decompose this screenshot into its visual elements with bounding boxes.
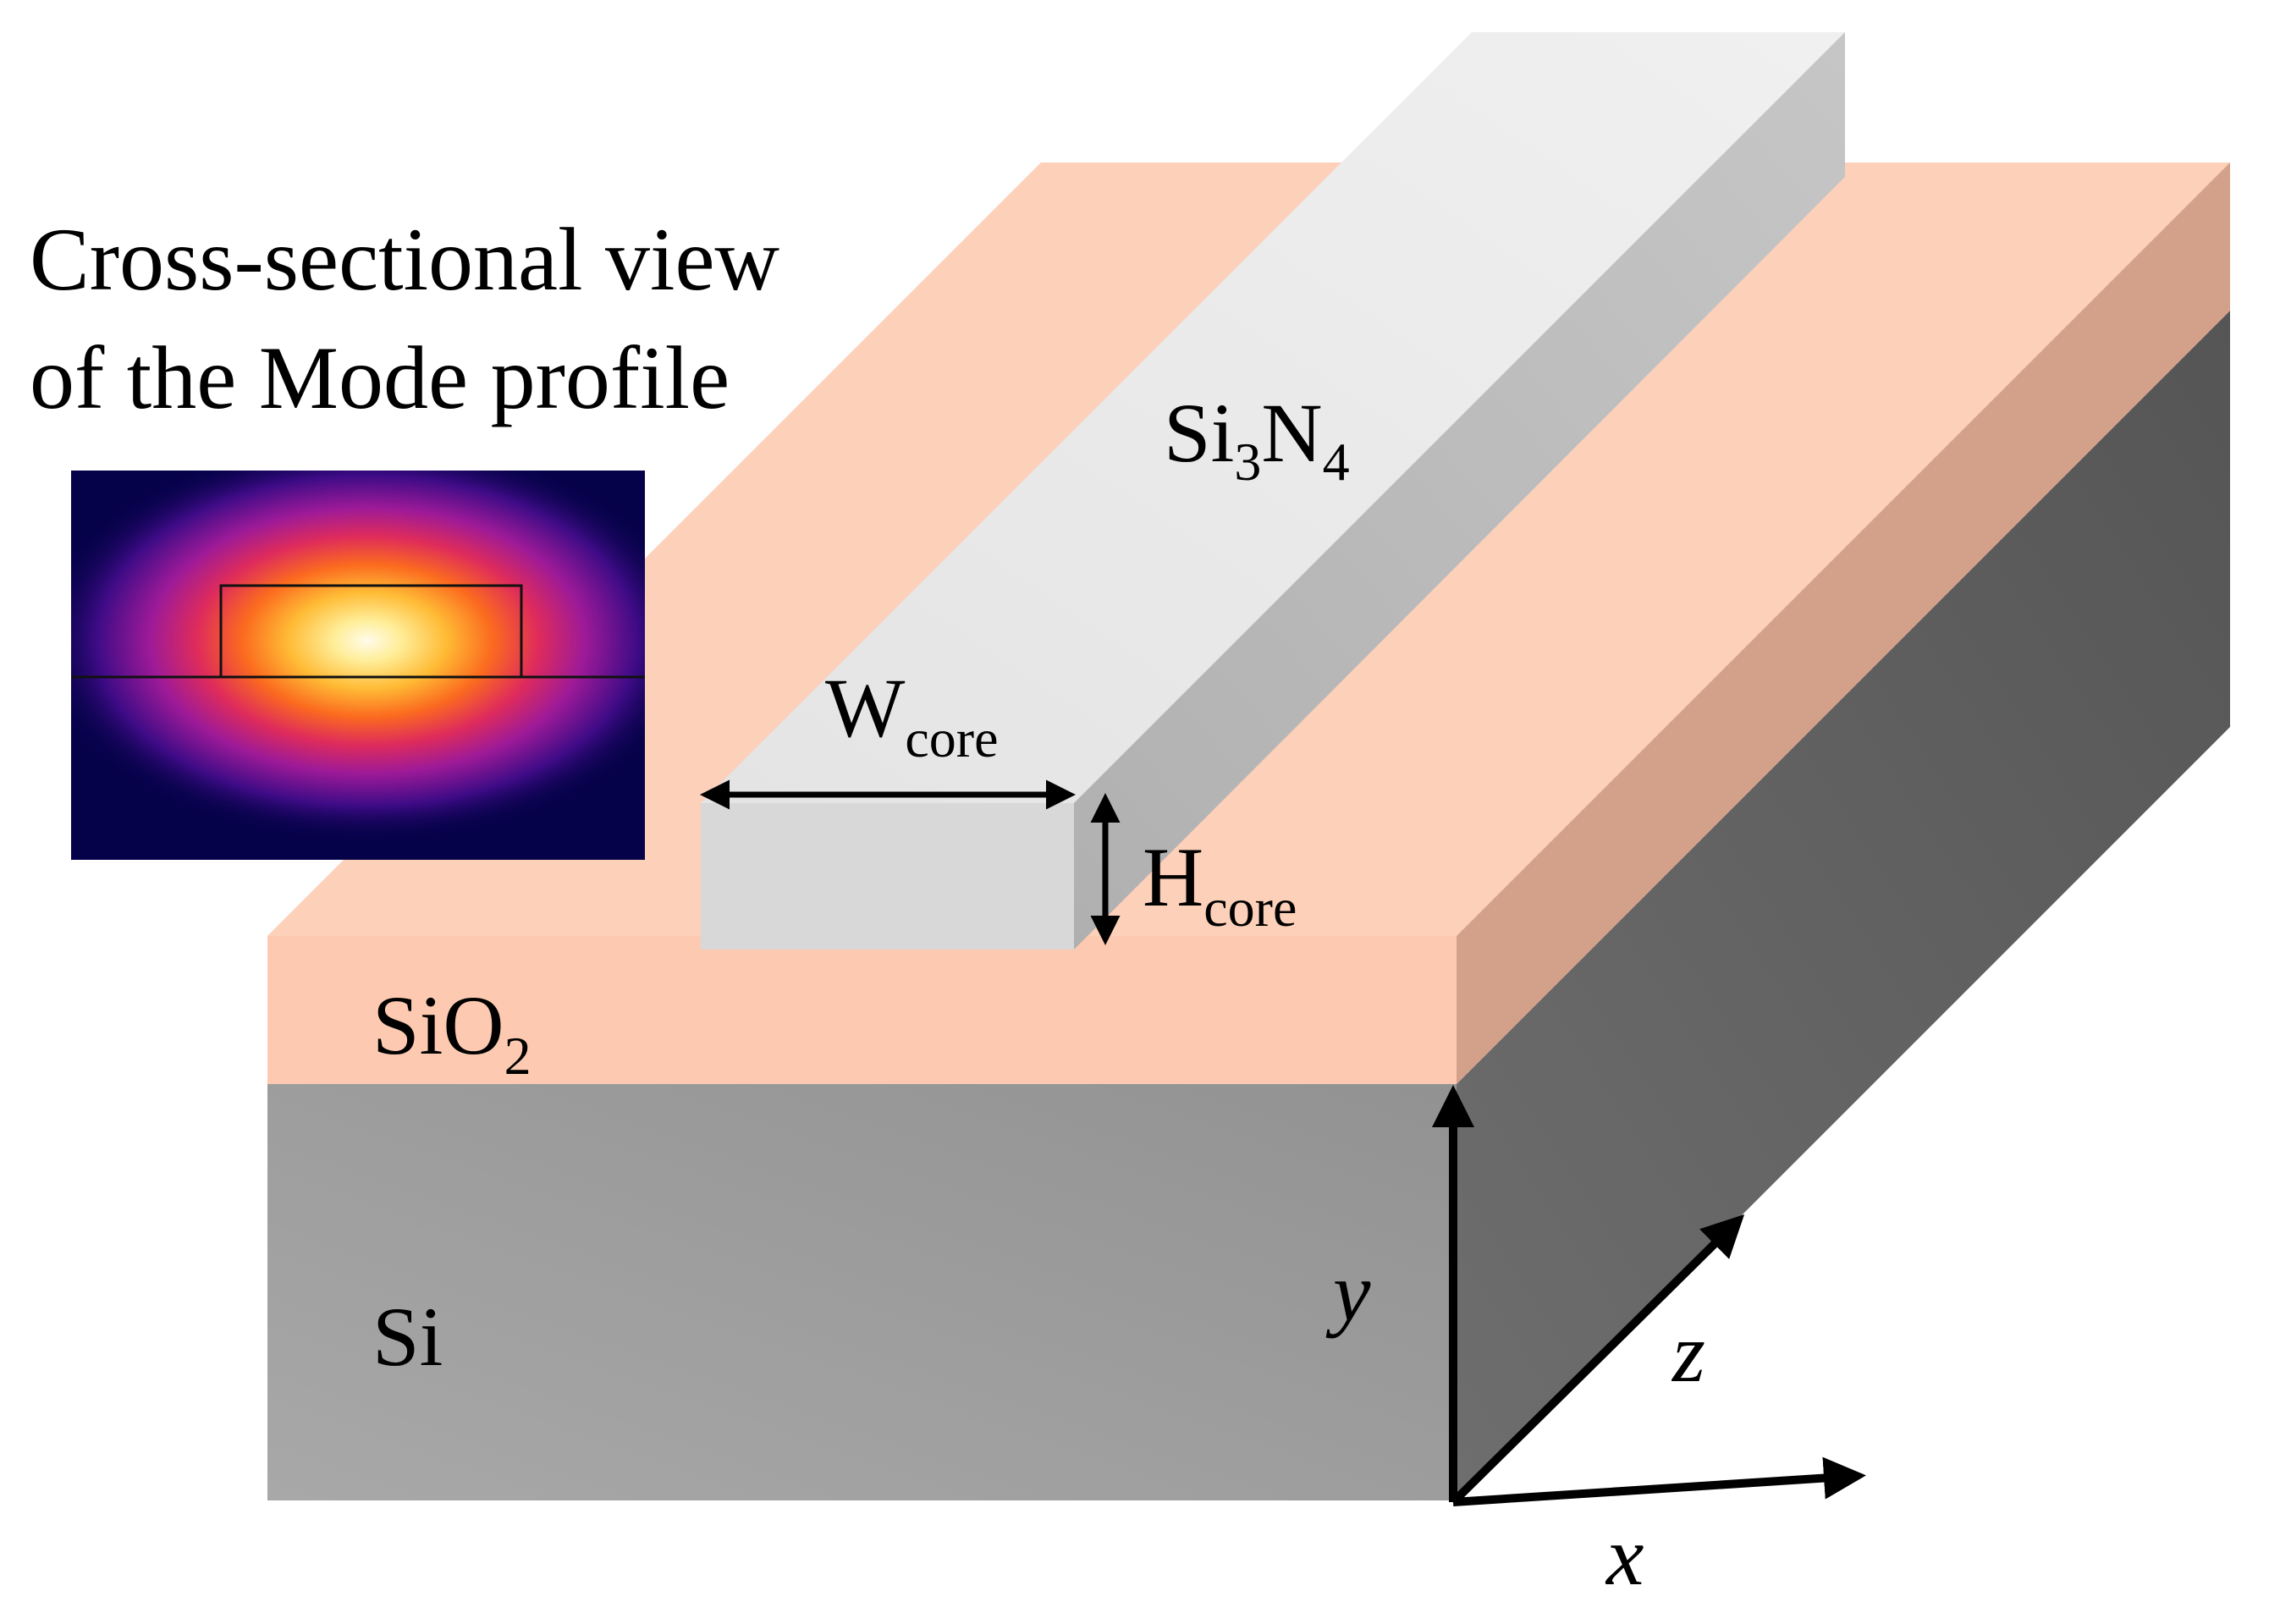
- core-material-label: Si3N4: [1164, 386, 1350, 492]
- si-substrate-side: [1457, 311, 2230, 1500]
- mode-profile-inset: [71, 471, 645, 860]
- z-axis-label: z: [1671, 1306, 1705, 1400]
- si-substrate: [267, 311, 2230, 1500]
- substrate-material-label: Si: [372, 1290, 443, 1384]
- core-front-face: [701, 803, 1074, 950]
- y-axis-label: y: [1325, 1245, 1371, 1339]
- width-label: Wcore: [825, 661, 999, 768]
- core-top-face: [701, 32, 1845, 803]
- x-axis-arrow: [1452, 1456, 1866, 1506]
- sio2-side-face: [1457, 162, 2230, 1084]
- coordinate-axes: y z x: [1325, 1085, 1866, 1603]
- inset-title-line-2: of the Mode profile: [30, 328, 730, 427]
- height-label: Hcore: [1143, 830, 1297, 938]
- cladding-material-label: SiO2: [372, 978, 531, 1086]
- core-side-face: [1074, 32, 1845, 950]
- z-axis-arrow: [1450, 1214, 1745, 1506]
- sio2-front-face: [267, 936, 1457, 1084]
- inset-title-line-1: Cross-sectional view: [30, 210, 780, 309]
- x-axis-label: x: [1605, 1509, 1644, 1603]
- si-substrate-front: [267, 1084, 1457, 1500]
- si3n4-core: [701, 32, 1845, 950]
- mode-intensity-heatmap-icon: [71, 471, 645, 842]
